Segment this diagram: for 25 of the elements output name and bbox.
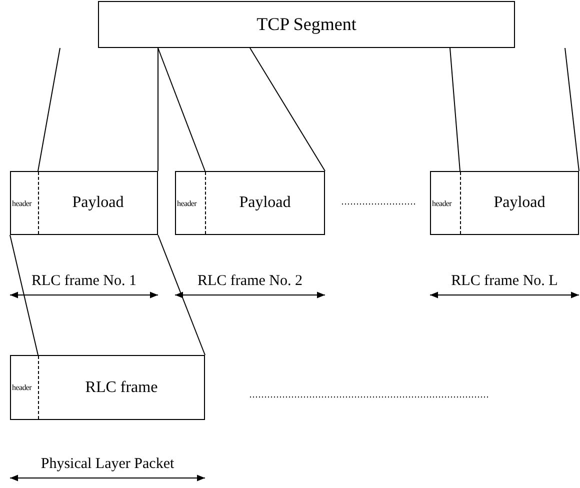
frame-box (430, 171, 579, 235)
connector-line (10, 234, 38, 356)
box-label: Payload (71, 194, 125, 212)
dimension-label: RLC frame No. L (451, 273, 558, 290)
connector-line (450, 48, 460, 172)
connector-line (158, 48, 206, 172)
header-label: header (12, 198, 32, 208)
connector-line (158, 234, 206, 356)
connector-line (564, 48, 580, 172)
header-label: header (177, 198, 197, 208)
frame-box (10, 171, 158, 235)
box-label: RLC frame (84, 378, 159, 396)
frame-box (10, 355, 205, 420)
header-label: header (12, 383, 32, 392)
connector-line (38, 48, 60, 172)
frame-box (175, 171, 325, 235)
dimension-label: Physical Layer Packet (40, 456, 174, 473)
box-label: Payload (238, 194, 292, 212)
dimension-label: RLC frame No. 2 (198, 273, 302, 290)
connector-line (250, 48, 326, 172)
header-label: header (432, 198, 452, 208)
dimension-label: RLC frame No. 1 (32, 273, 136, 290)
segment-box (98, 1, 515, 48)
box-label: TCP Segment (256, 14, 358, 35)
box-label: Payload (492, 194, 546, 212)
